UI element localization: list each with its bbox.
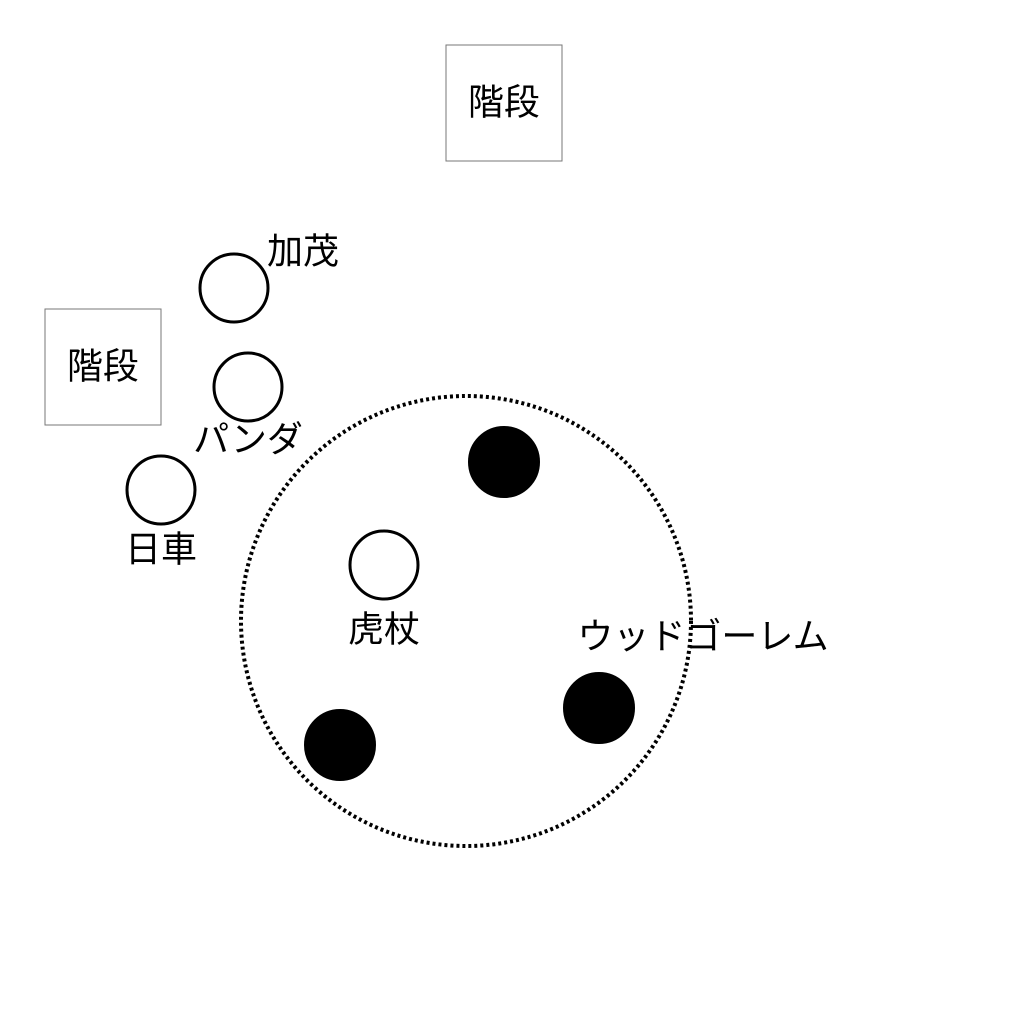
enemy-area-label: ウッドゴーレム [577,617,828,658]
ally-label-higuruma: 日車 [125,530,197,571]
enemy-marker-1 [468,426,540,498]
ally-kamo: 加茂 [198,232,339,324]
enemy-area-boundary [239,394,693,848]
ally-label-itadori: 虎杖 [348,610,420,651]
ally-itadori: 虎杖 [348,529,420,651]
ally-marker-kamo [198,252,270,324]
ally-label-panda: パンダ [193,420,303,461]
enemy-marker-2 [563,672,635,744]
ally-panda: パンダ [193,351,303,461]
stairs-left-box [44,308,162,426]
stairs-top-label: 階段 [468,83,540,124]
stairs-left: 階段 [44,308,162,426]
stairs-left-label: 階段 [67,347,139,388]
stairs-top: 階段 [445,44,563,162]
enemy-area: ウッドゴーレム [239,394,829,848]
ally-higuruma: 日車 [125,454,197,571]
ally-marker-higuruma [125,454,197,526]
ally-marker-panda [212,351,284,423]
ally-label-kamo: 加茂 [267,232,339,273]
enemy-marker-3 [304,709,376,781]
stairs-top-box [445,44,563,162]
ally-marker-itadori [348,529,420,601]
